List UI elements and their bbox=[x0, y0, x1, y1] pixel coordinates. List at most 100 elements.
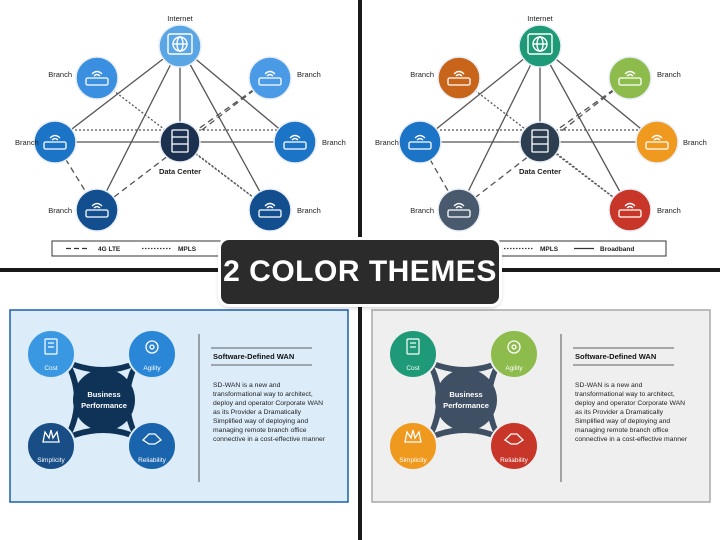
legend-lte: 4G LTE bbox=[98, 246, 121, 253]
router-icon bbox=[283, 134, 307, 150]
agility-label: Agility bbox=[143, 365, 161, 372]
legend-mpls: MPLS bbox=[540, 246, 559, 253]
branch-label: Branch bbox=[657, 206, 681, 215]
branch-node-bottom-left: Branch bbox=[48, 188, 119, 232]
router-icon bbox=[447, 70, 471, 86]
center-label-line2: Performance bbox=[81, 401, 127, 410]
body-line: deploy and operator Corporate WAN bbox=[213, 400, 323, 407]
internet-label: Internet bbox=[527, 14, 553, 23]
network-diagram-blue: Internet Data Center Branch bbox=[0, 0, 358, 268]
agility-node: Agility bbox=[489, 329, 539, 379]
reliability-node: Reliability bbox=[127, 421, 177, 471]
performance-slide-blue: Business Performance Cost Agility bbox=[0, 272, 358, 540]
body-line: Simplified way of deploying and bbox=[213, 418, 308, 425]
router-icon bbox=[408, 134, 432, 150]
body-line: transformational way to architect, bbox=[575, 391, 675, 398]
router-icon bbox=[645, 134, 669, 150]
body-line: connective in a cost-effective manner bbox=[213, 436, 326, 443]
branch-label: Branch bbox=[410, 206, 434, 215]
body-line: Simplified way of deploying and bbox=[575, 418, 670, 425]
router-icon bbox=[85, 202, 109, 218]
internet-node: Internet bbox=[518, 14, 562, 68]
branch-label: Branch bbox=[15, 138, 39, 147]
crown-icon bbox=[404, 429, 422, 443]
body-line: managing remote branch office bbox=[213, 427, 307, 434]
datacenter-label: Data Center bbox=[519, 167, 561, 176]
router-icon bbox=[43, 134, 67, 150]
color-themes-banner: 2 COLOR THEMES bbox=[221, 240, 499, 304]
body-line: SD-WAN is a new and bbox=[213, 382, 281, 389]
legend-broadband: Broadband bbox=[600, 246, 634, 253]
branch-label: Branch bbox=[657, 70, 681, 79]
agility-label: Agility bbox=[505, 365, 523, 372]
reliability-label: Reliability bbox=[138, 457, 167, 464]
gear-icon bbox=[507, 340, 521, 354]
branch-label: Branch bbox=[297, 70, 321, 79]
center-node: Business Performance bbox=[73, 369, 135, 431]
datacenter-node: Data Center bbox=[519, 121, 561, 176]
cost-node: Cost bbox=[388, 329, 438, 379]
server-icon bbox=[171, 129, 189, 153]
branch-node-top-left: Branch bbox=[48, 56, 119, 100]
performance-slide-multicolor: Business Performance Cost Agility Simp bbox=[362, 272, 720, 540]
router-icon bbox=[258, 70, 282, 86]
cost-node: Cost bbox=[26, 329, 76, 379]
router-icon bbox=[85, 70, 109, 86]
branch-node-mid-right: Branch bbox=[635, 120, 707, 164]
connector-shape bbox=[412, 350, 516, 450]
body-line: managing remote branch office bbox=[575, 427, 669, 434]
router-icon bbox=[447, 202, 471, 218]
agility-node: Agility bbox=[127, 329, 177, 379]
handshake-icon bbox=[141, 433, 163, 445]
body-line: as its Provider a Dramatically bbox=[575, 409, 664, 416]
globe-icon bbox=[527, 33, 553, 55]
legend-mpls: MPLS bbox=[178, 246, 197, 253]
router-icon bbox=[258, 202, 282, 218]
branch-label: Branch bbox=[683, 138, 707, 147]
network-diagram-svg: Internet Data Center Branch bbox=[15, 14, 346, 257]
reliability-node: Reliability bbox=[489, 421, 539, 471]
branch-node-mid-right: Branch bbox=[273, 120, 346, 164]
center-node: Business Performance bbox=[435, 369, 497, 431]
branch-label: Branch bbox=[410, 70, 434, 79]
branch-node-top-right: Branch bbox=[248, 56, 321, 100]
branch-node-mid-left: Branch bbox=[375, 120, 442, 164]
performance-svg: Business Performance Cost Agility Simp bbox=[371, 309, 711, 503]
branch-node-top-left: Branch bbox=[410, 56, 481, 100]
simplicity-node: Simplicity bbox=[388, 421, 438, 471]
sdwan-body: SD-WAN is a new and transformational way… bbox=[575, 382, 688, 443]
body-line: connective in a cost-effective manner bbox=[575, 436, 688, 443]
internet-node: Internet bbox=[158, 14, 202, 68]
body-line: transformational way to architect, bbox=[213, 391, 313, 398]
money-icon bbox=[44, 338, 58, 355]
banner-text: 2 COLOR THEMES bbox=[223, 255, 497, 288]
connector-shape bbox=[50, 350, 154, 450]
branch-node-bottom-left: Branch bbox=[410, 188, 481, 232]
network-diagram-svg: Internet Data Center Branch bbox=[375, 14, 707, 257]
branch-node-mid-left: Branch bbox=[15, 120, 77, 164]
handshake-icon bbox=[503, 433, 525, 445]
simplicity-node: Simplicity bbox=[26, 421, 76, 471]
branch-node-bottom-right: Branch bbox=[248, 188, 321, 232]
branch-label: Branch bbox=[322, 138, 346, 147]
center-label-line1: Business bbox=[449, 390, 482, 399]
center-label-line1: Business bbox=[87, 390, 120, 399]
branch-label: Branch bbox=[375, 138, 399, 147]
body-line: as its Provider a Dramatically bbox=[213, 409, 302, 416]
simplicity-label: Simplicity bbox=[37, 457, 65, 464]
money-icon bbox=[406, 338, 420, 355]
center-label-line2: Performance bbox=[443, 401, 489, 410]
datacenter-label: Data Center bbox=[159, 167, 201, 176]
sdwan-heading: Software-Defined WAN bbox=[575, 352, 656, 361]
body-line: SD-WAN is a new and bbox=[575, 382, 643, 389]
crown-icon bbox=[42, 429, 60, 443]
cost-label: Cost bbox=[44, 365, 58, 372]
gear-icon bbox=[145, 340, 159, 354]
reliability-label: Reliability bbox=[500, 457, 529, 464]
body-line: deploy and operator Corporate WAN bbox=[575, 400, 685, 407]
router-icon bbox=[618, 202, 642, 218]
server-icon bbox=[531, 129, 549, 153]
router-icon bbox=[618, 70, 642, 86]
branch-label: Branch bbox=[48, 206, 72, 215]
network-diagram-multicolor: Internet Data Center Branch bbox=[362, 0, 720, 268]
